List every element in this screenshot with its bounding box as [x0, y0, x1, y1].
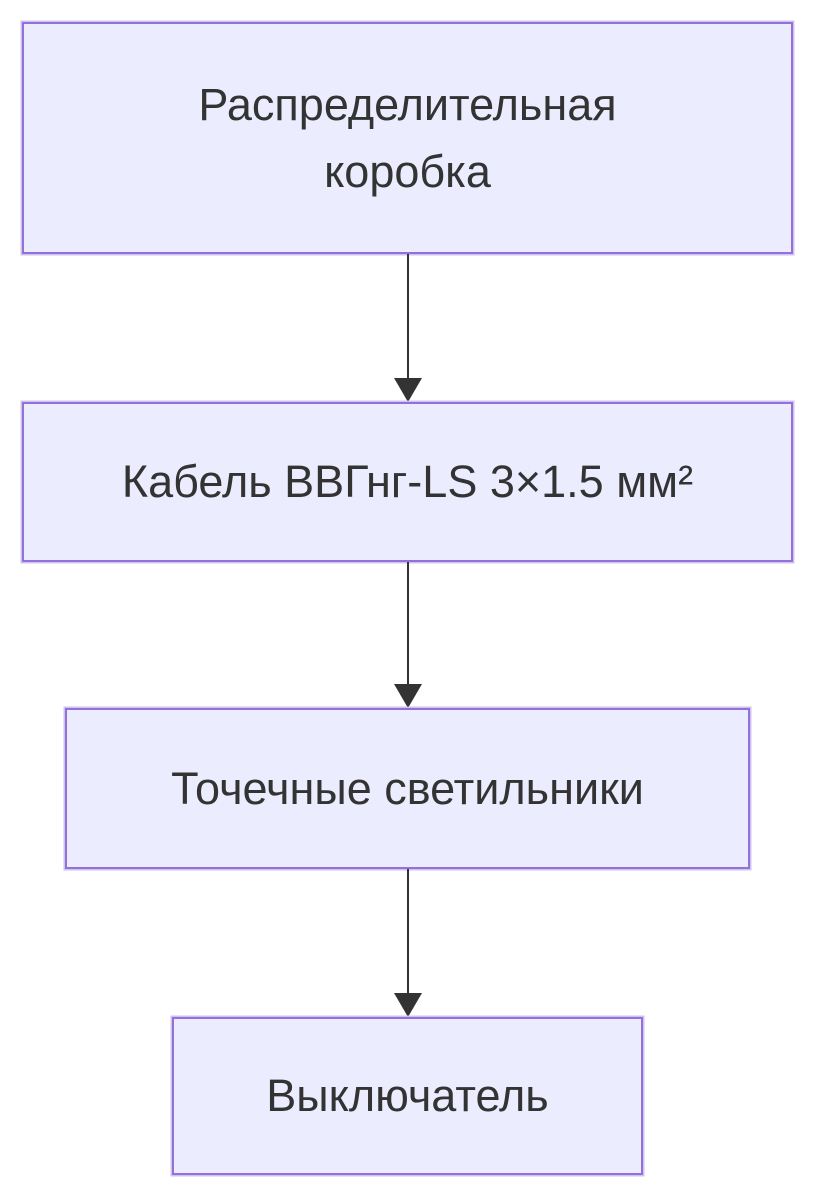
node-cable: Кабель ВВГнг-LS 3×1.5 мм²	[22, 402, 793, 562]
edge-line	[406, 254, 410, 378]
node-label-line: Распределительная	[198, 78, 617, 130]
node-label-line: Точечные светильники	[171, 762, 644, 814]
edge-line	[406, 562, 410, 684]
node-label-line: Кабель ВВГнг-LS 3×1.5 мм²	[121, 456, 694, 508]
node-label-line: коробка	[324, 146, 491, 197]
node-switch: Выключатель	[172, 1017, 643, 1175]
node-distribution-box: Распределительная коробка	[22, 22, 793, 254]
arrowhead-down-icon	[394, 993, 422, 1017]
arrowhead-down-icon	[394, 378, 422, 402]
edge-line	[406, 869, 410, 993]
arrowhead-down-icon	[394, 684, 422, 708]
node-spotlights: Точечные светильники	[65, 708, 750, 869]
node-label-line: Выключатель	[266, 1070, 549, 1122]
